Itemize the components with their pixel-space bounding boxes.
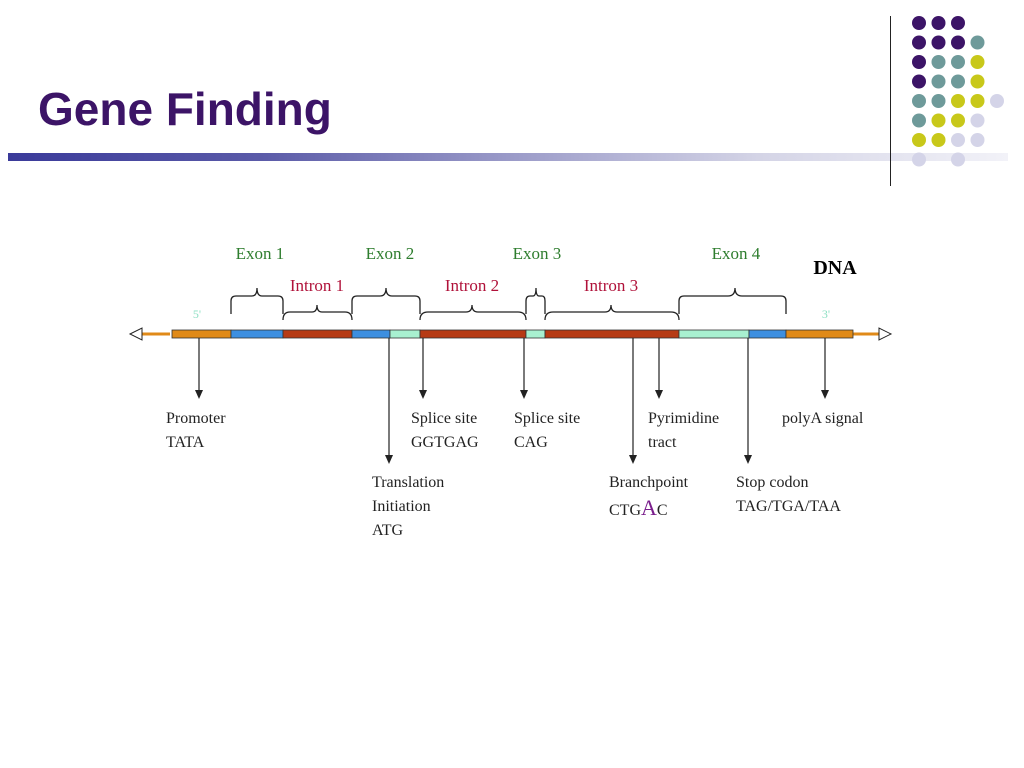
right-arrow-icon [853,327,893,341]
segment-5-flank [171,329,232,339]
intron-3-brace [544,304,680,321]
pyrimidine-label: Pyrimidine [648,410,719,427]
left-arrow-icon [128,327,170,341]
three-prime-label: 3' [822,307,830,321]
pyrimidine-tract: tract [648,434,677,451]
exon-3-brace [525,287,546,314]
segment-exon-2-coding [351,329,391,339]
decor-dot [970,35,985,50]
decor-dot [912,16,926,30]
decor-dot [912,74,926,89]
translation-pointer [385,338,393,464]
intron-2-brace [419,304,527,321]
translation-label: Translation [372,474,444,491]
decor-dot [970,55,985,69]
segment-exon-4-utr [678,329,750,339]
stop-pointer [744,338,752,464]
decor-dot [970,133,985,147]
splice5-seq: GGTGAG [411,434,479,451]
translation-label-2: Initiation [372,498,431,515]
decor-dot [912,152,926,167]
intron-3-label: Intron 3 [584,276,638,295]
decor-dot [970,74,985,89]
decor-dot [970,94,985,108]
branchpoint-seq-post: C [657,502,668,519]
segment-intron-1 [282,329,353,339]
exon-4-label: Exon 4 [712,244,761,263]
decor-dot [951,133,965,147]
decor-dot [931,16,946,30]
branchpoint-label: Branchpoint [609,474,689,491]
exon-2-label: Exon 2 [366,244,415,263]
decor-dot [951,35,965,50]
exon-1-label: Exon 1 [236,244,285,263]
stop-seq: TAG/TGA/TAA [736,498,841,515]
pyrimidine-pointer [655,338,663,399]
splice3-seq: CAG [514,434,548,451]
decor-dot [951,16,965,30]
promoter-pointer [195,338,203,399]
decor-dot [912,94,926,108]
decor-dot [931,74,946,89]
intron-2-label: Intron 2 [445,276,499,295]
splice3-pointer [520,338,528,399]
decor-dot [931,35,946,50]
intron-1-label: Intron 1 [290,276,344,295]
decor-dot [951,152,965,167]
stop-label: Stop codon [736,474,808,491]
segment-intron-2 [419,329,527,339]
decor-dot [951,113,965,128]
decor-dot [970,113,985,128]
decor-dot [931,55,946,69]
branchpoint-seq: CTGAC [609,495,668,520]
segment-exon-3 [525,329,546,339]
exon-1-brace [230,287,284,314]
splice5-label: Splice site [411,410,477,427]
decor-dot [912,55,926,69]
polya-pointer [821,338,829,399]
intron-1-brace [282,304,353,321]
decor-dot [912,113,926,128]
decor-dot [951,55,965,69]
decor-dot [912,35,926,50]
translation-seq: ATG [372,522,404,539]
segment-intron-3 [544,329,680,339]
five-prime-label: 5' [193,307,201,321]
decor-dot [931,133,946,147]
exon-4-brace [678,287,787,314]
decor-dot [951,74,965,89]
decor-dot [912,133,926,147]
exon-2-brace [351,287,421,314]
polya-label: polyA signal [782,410,864,427]
branchpoint-a: A [641,495,657,520]
decorative-dot-grid [912,16,1004,167]
decor-dot [931,94,946,108]
segment-3-flank [785,329,854,339]
splice3-label: Splice site [514,410,580,427]
promoter-seq: TATA [166,434,205,451]
promoter-label: Promoter [166,410,226,427]
vertical-divider [890,16,891,186]
exon-3-label: Exon 3 [513,244,562,263]
decor-dot [951,94,965,108]
branchpoint-pointer [629,338,637,464]
slide-title: Gene Finding [38,83,332,135]
decor-dot [990,94,1004,108]
segment-exon-4-coding [748,329,787,339]
segment-exon-2-utr [389,329,421,339]
splice5-pointer [419,338,427,399]
dna-label: DNA [813,257,857,279]
title-divider [8,153,1008,161]
decor-dot [931,113,946,128]
segment-exon-1 [230,329,284,339]
branchpoint-seq-pre: CTG [609,502,641,519]
